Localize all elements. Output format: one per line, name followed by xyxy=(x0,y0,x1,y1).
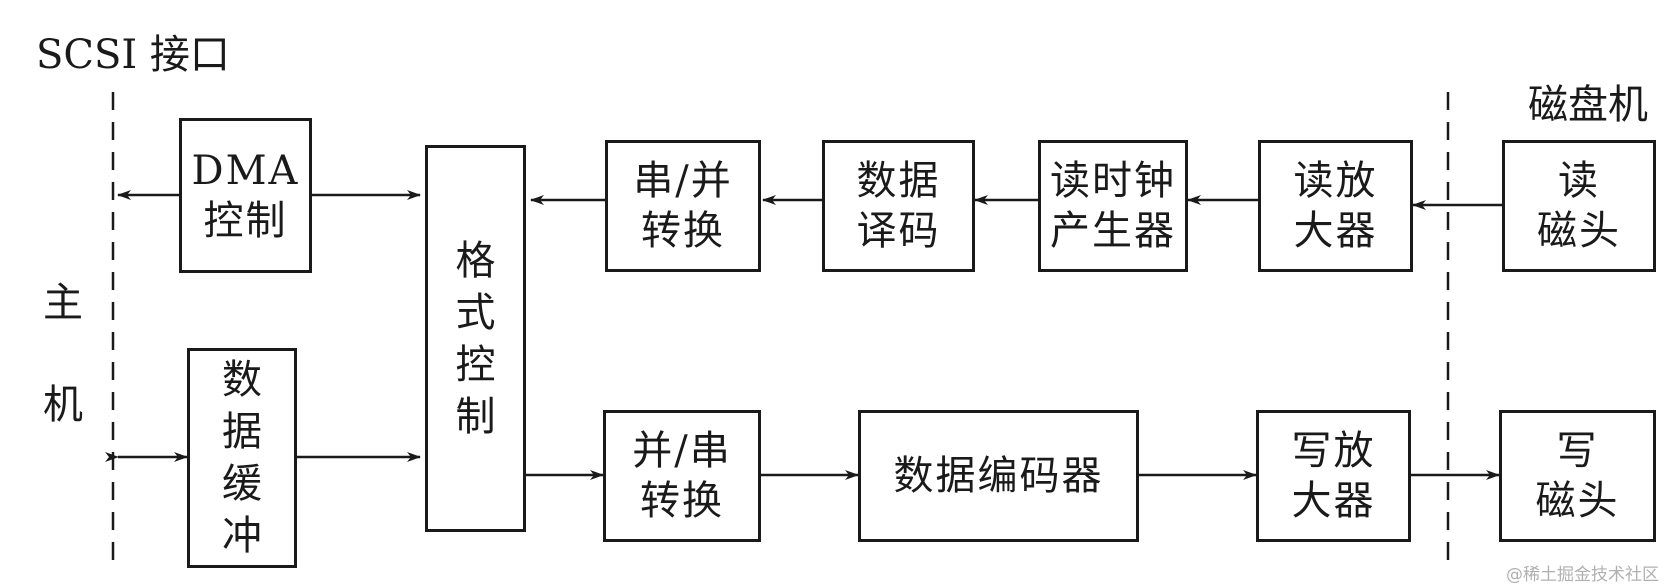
read-head-label-1: 读 xyxy=(1558,158,1600,204)
host-label-1: 主 xyxy=(43,280,83,326)
write-head-label-2: 磁头 xyxy=(1535,478,1620,524)
scsi-interface-label: SCSI 接口 xyxy=(36,32,230,78)
data-buffer-char-3: 缓 xyxy=(222,461,262,507)
serial-to-parallel-label-1: 串/并 xyxy=(633,158,733,204)
read-clock-generator-block: 读时钟 产生器 xyxy=(1038,140,1188,272)
write-amplifier-block: 写放 大器 xyxy=(1256,410,1411,542)
read-amplifier-label-1: 读放 xyxy=(1293,158,1378,204)
format-control-char-1: 格 xyxy=(455,237,496,284)
dma-control-label-2: 控制 xyxy=(203,197,288,244)
parallel-to-serial-label-2: 转换 xyxy=(640,478,724,524)
data-decode-block: 数据 译码 xyxy=(822,140,975,272)
data-decode-label-1: 数据 xyxy=(856,158,941,204)
data-decode-label-2: 译码 xyxy=(856,208,941,254)
disk-drive-label: 磁盘机 xyxy=(1528,82,1648,128)
read-clock-label-2: 产生器 xyxy=(1050,208,1176,254)
parallel-to-serial-block: 并/串 转换 xyxy=(603,410,761,542)
format-control-char-2: 式 xyxy=(455,289,496,336)
data-buffer-char-4: 冲 xyxy=(222,513,262,559)
data-buffer-char-2: 据 xyxy=(222,409,262,455)
data-encoder-block: 数据编码器 xyxy=(858,410,1139,542)
serial-to-parallel-label-2: 转换 xyxy=(641,208,725,254)
read-amplifier-label-2: 大器 xyxy=(1293,208,1378,254)
read-clock-label-1: 读时钟 xyxy=(1050,158,1176,204)
format-control-char-3: 控 xyxy=(455,341,496,388)
data-buffer-char-1: 数 xyxy=(222,357,262,403)
read-head-block: 读 磁头 xyxy=(1502,140,1656,272)
read-amplifier-block: 读放 大器 xyxy=(1258,140,1413,272)
write-amplifier-label-2: 大器 xyxy=(1291,478,1376,524)
format-control-block: 格 式 控 制 xyxy=(425,145,526,532)
dma-control-block: DMA 控制 xyxy=(179,118,312,273)
host-label-2: 机 xyxy=(43,382,83,428)
parallel-to-serial-label-1: 并/串 xyxy=(632,428,732,474)
watermark-text: @稀土掘金技术社区 xyxy=(1506,565,1659,585)
read-head-label-2: 磁头 xyxy=(1537,208,1621,254)
data-encoder-label: 数据编码器 xyxy=(893,453,1104,499)
write-amplifier-label-1: 写放 xyxy=(1291,428,1376,474)
write-head-block: 写 磁头 xyxy=(1499,410,1656,542)
data-buffer-block: 数 据 缓 冲 xyxy=(187,348,297,568)
format-control-char-4: 制 xyxy=(455,393,496,440)
write-head-label-1: 写 xyxy=(1556,428,1599,474)
serial-to-parallel-block: 串/并 转换 xyxy=(605,140,761,272)
dma-control-label-1: DMA xyxy=(191,147,300,194)
